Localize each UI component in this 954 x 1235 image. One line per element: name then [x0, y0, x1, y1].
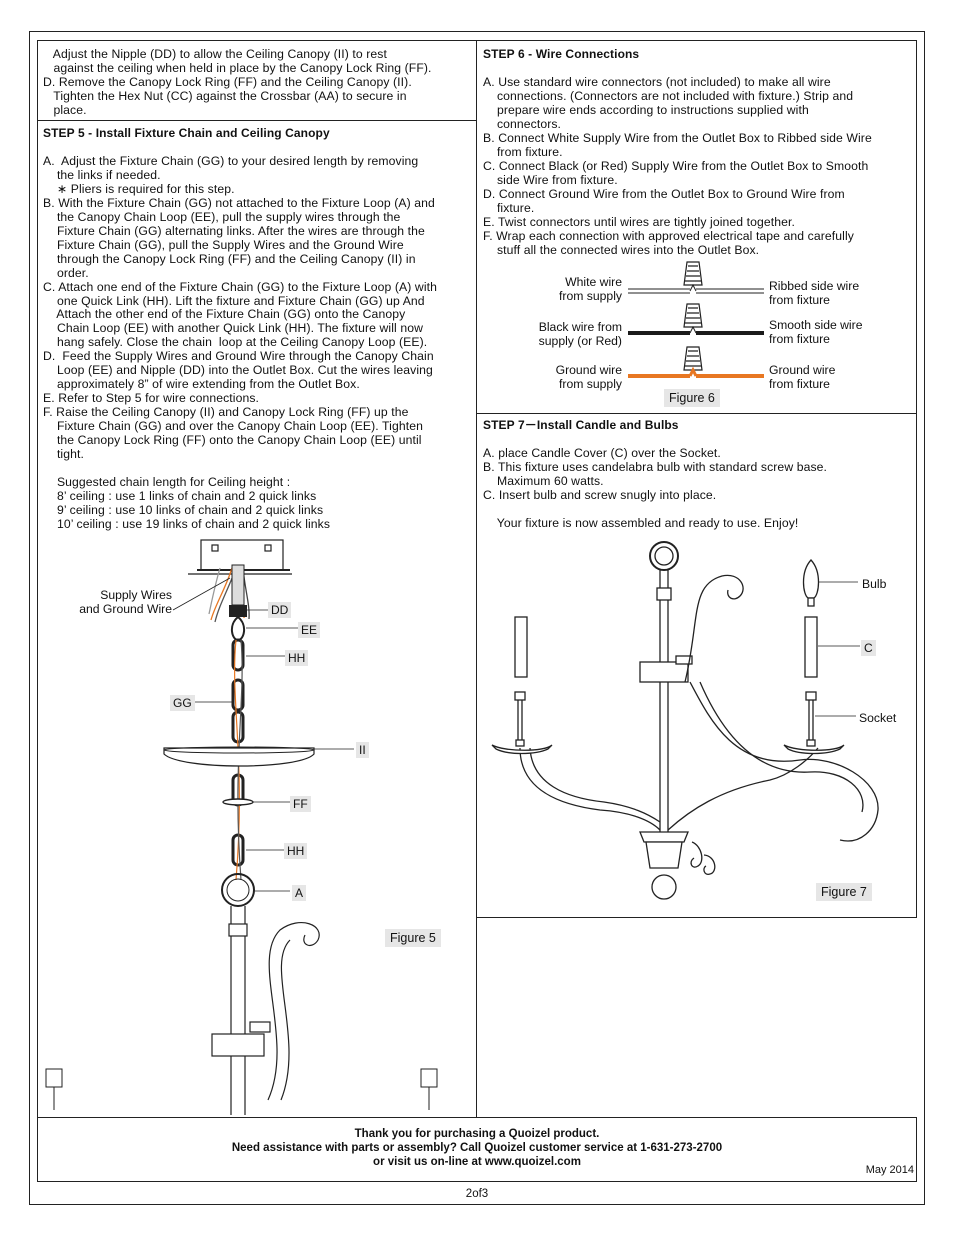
- footer-assistance: Need assistance with parts or assembly? …: [231, 1142, 723, 1154]
- step5-line: A. Adjust the Fixture Chain (GG) to your…: [43, 154, 419, 168]
- ribbed-wire-fixture-label: Ribbed side wire from fixture: [769, 279, 860, 307]
- step5-line: C. Attach one end of the Fixture Chain (…: [43, 279, 437, 294]
- step7-line: C. Insert bulb and screw snugly into pla…: [483, 488, 717, 502]
- figure5-label: Figure 5: [385, 929, 441, 947]
- candle-cover-c-label: C: [861, 640, 876, 656]
- part-hh-2: HH: [284, 843, 308, 859]
- step5-line: Chain Loop (EE) with another Quick Link …: [43, 321, 423, 336]
- part-a: A: [292, 885, 307, 901]
- bottom-sockets: [45, 1068, 438, 1110]
- step5-line: ∗ Pliers is required for this step.: [43, 181, 235, 196]
- step5-line: 10’ ceiling : use 19 links of chain and …: [43, 516, 331, 531]
- step6-heading: STEP 6 - Wire Connections: [483, 47, 640, 61]
- step6-line: stuff all the connected wires into the O…: [483, 243, 760, 257]
- step6-line: prepare wire ends according to instructi…: [483, 103, 809, 117]
- bulb-label: Bulb: [862, 577, 887, 591]
- ground-wire-fixture-label: Ground wire from fixture: [769, 363, 836, 391]
- step5-line: Loop (EE) and Nipple (DD) into the Outle…: [43, 363, 433, 378]
- black-wire-supply-label: Black wire from supply (or Red): [538, 320, 622, 348]
- step6-line: connectors.: [483, 117, 562, 131]
- footer-website: or visit us on-line at www.quoizel.com: [373, 1156, 581, 1168]
- step7-line: B. This fixture uses candelabra bulb wit…: [483, 460, 828, 474]
- step5-line: 8’ ceiling : use 1 links of chain and 2 …: [43, 488, 317, 503]
- step7-line: Your fixture is now assembled and ready …: [483, 516, 799, 530]
- step5-line: 9’ ceiling : use 10 links of chain and 2…: [43, 502, 324, 517]
- footer-box: Thank you for purchasing a Quoizel produ…: [37, 1117, 917, 1182]
- step5-line: tight.: [43, 446, 84, 461]
- step6-line: from fixture.: [483, 145, 563, 159]
- white-wire-supply-label: White wire from supply: [559, 275, 622, 303]
- step6-line: C. Connect Black (or Red) Supply Wire fr…: [483, 159, 869, 173]
- intro-line: D. Remove the Canopy Lock Ring (FF) and …: [43, 75, 412, 89]
- step5-line: hang safely. Close the chain loop at the…: [43, 335, 428, 350]
- page-number: 2of3: [465, 1188, 489, 1200]
- part-dd: DD: [268, 602, 292, 618]
- step5-line: D. Feed the Supply Wires and Ground Wire…: [43, 349, 434, 364]
- step5-line: E. Refer to Step 5 for wire connections.: [43, 391, 260, 406]
- intro-line: place.: [43, 103, 87, 117]
- intro-line: Adjust the Nipple (DD) to allow the Ceil…: [43, 47, 387, 61]
- intro-line: Tighten the Hex Nut (CC) against the Cro…: [43, 89, 407, 103]
- part-gg: GG: [170, 695, 195, 711]
- fixture-body: [211, 906, 320, 1115]
- step6-line: fixture.: [483, 201, 535, 215]
- smooth-wire-fixture-label: Smooth side wire from fixture: [769, 318, 863, 346]
- step6-line: B. Connect White Supply Wire from the Ou…: [483, 131, 872, 145]
- step6-line: E. Twist connectors until wires are tigh…: [483, 215, 795, 229]
- step6-line: connections. (Connectors are not include…: [483, 89, 854, 103]
- step5-line: the Canopy Chain Loop (EE), pull the sup…: [43, 209, 401, 224]
- step7-line: Maximum 60 watts.: [483, 474, 604, 488]
- step5-line: B. With the Fixture Chain (GG) not attac…: [43, 195, 435, 210]
- part-ii: II: [356, 742, 369, 758]
- part-ee: EE: [298, 622, 321, 638]
- step5-line: one Quick Link (HH). Lift the fixture an…: [43, 293, 425, 308]
- step5-line: the links if needed.: [43, 167, 161, 182]
- ground-wire-supply-label: Ground wire from supply: [555, 363, 622, 391]
- step5-line: approximately 8” of wire extending from …: [43, 377, 360, 392]
- intro-line: against the ceiling when held in place b…: [43, 61, 432, 75]
- step5-line: order.: [43, 265, 89, 280]
- step5-line: through the Canopy Lock Ring (FF) and th…: [43, 251, 416, 266]
- page-frame: [29, 31, 925, 1205]
- supply-wires-label: Supply Wires and Ground Wire: [79, 588, 172, 616]
- step7-box: [476, 413, 917, 918]
- step5-line: Fixture Chain (GG) and over the Canopy C…: [43, 419, 423, 434]
- step7-heading: STEP 7－Install Candle and Bulbs: [483, 418, 679, 432]
- wire-connectors: [683, 261, 703, 371]
- step6-line: A. Use standard wire connectors (not inc…: [483, 75, 831, 89]
- step6-line: D. Connect Ground Wire from the Outlet B…: [483, 187, 845, 201]
- figure7-label: Figure 7: [816, 883, 872, 901]
- step5-line: the Canopy Lock Ring (FF) onto the Canop…: [43, 433, 422, 447]
- step5-line: Suggested chain length for Ceiling heigh…: [43, 474, 291, 489]
- step5-line: Fixture Chain (GG), pull the Supply Wire…: [43, 237, 404, 252]
- step5-line: F. Raise the Ceiling Canopy (II) and Can…: [43, 405, 409, 420]
- footer-thanks: Thank you for purchasing a Quoizel produ…: [354, 1128, 600, 1140]
- step5-heading: STEP 5 - Install Fixture Chain and Ceili…: [43, 126, 330, 140]
- step6-line: side Wire from fixture.: [483, 173, 618, 187]
- step5-line: Fixture Chain (GG) alternating links. Af…: [43, 223, 425, 238]
- part-ff: FF: [290, 796, 311, 812]
- step6-line: F. Wrap each connection with approved el…: [483, 229, 854, 243]
- socket-label: Socket: [859, 711, 897, 725]
- footer-date: May 2014: [865, 1164, 914, 1176]
- step7-line: A. place Candle Cover (C) over the Socke…: [483, 446, 721, 460]
- figure6-label: Figure 6: [664, 389, 720, 407]
- step5-line: Attach the other end of the Fixture Chai…: [43, 307, 406, 322]
- part-hh-1: HH: [285, 650, 309, 666]
